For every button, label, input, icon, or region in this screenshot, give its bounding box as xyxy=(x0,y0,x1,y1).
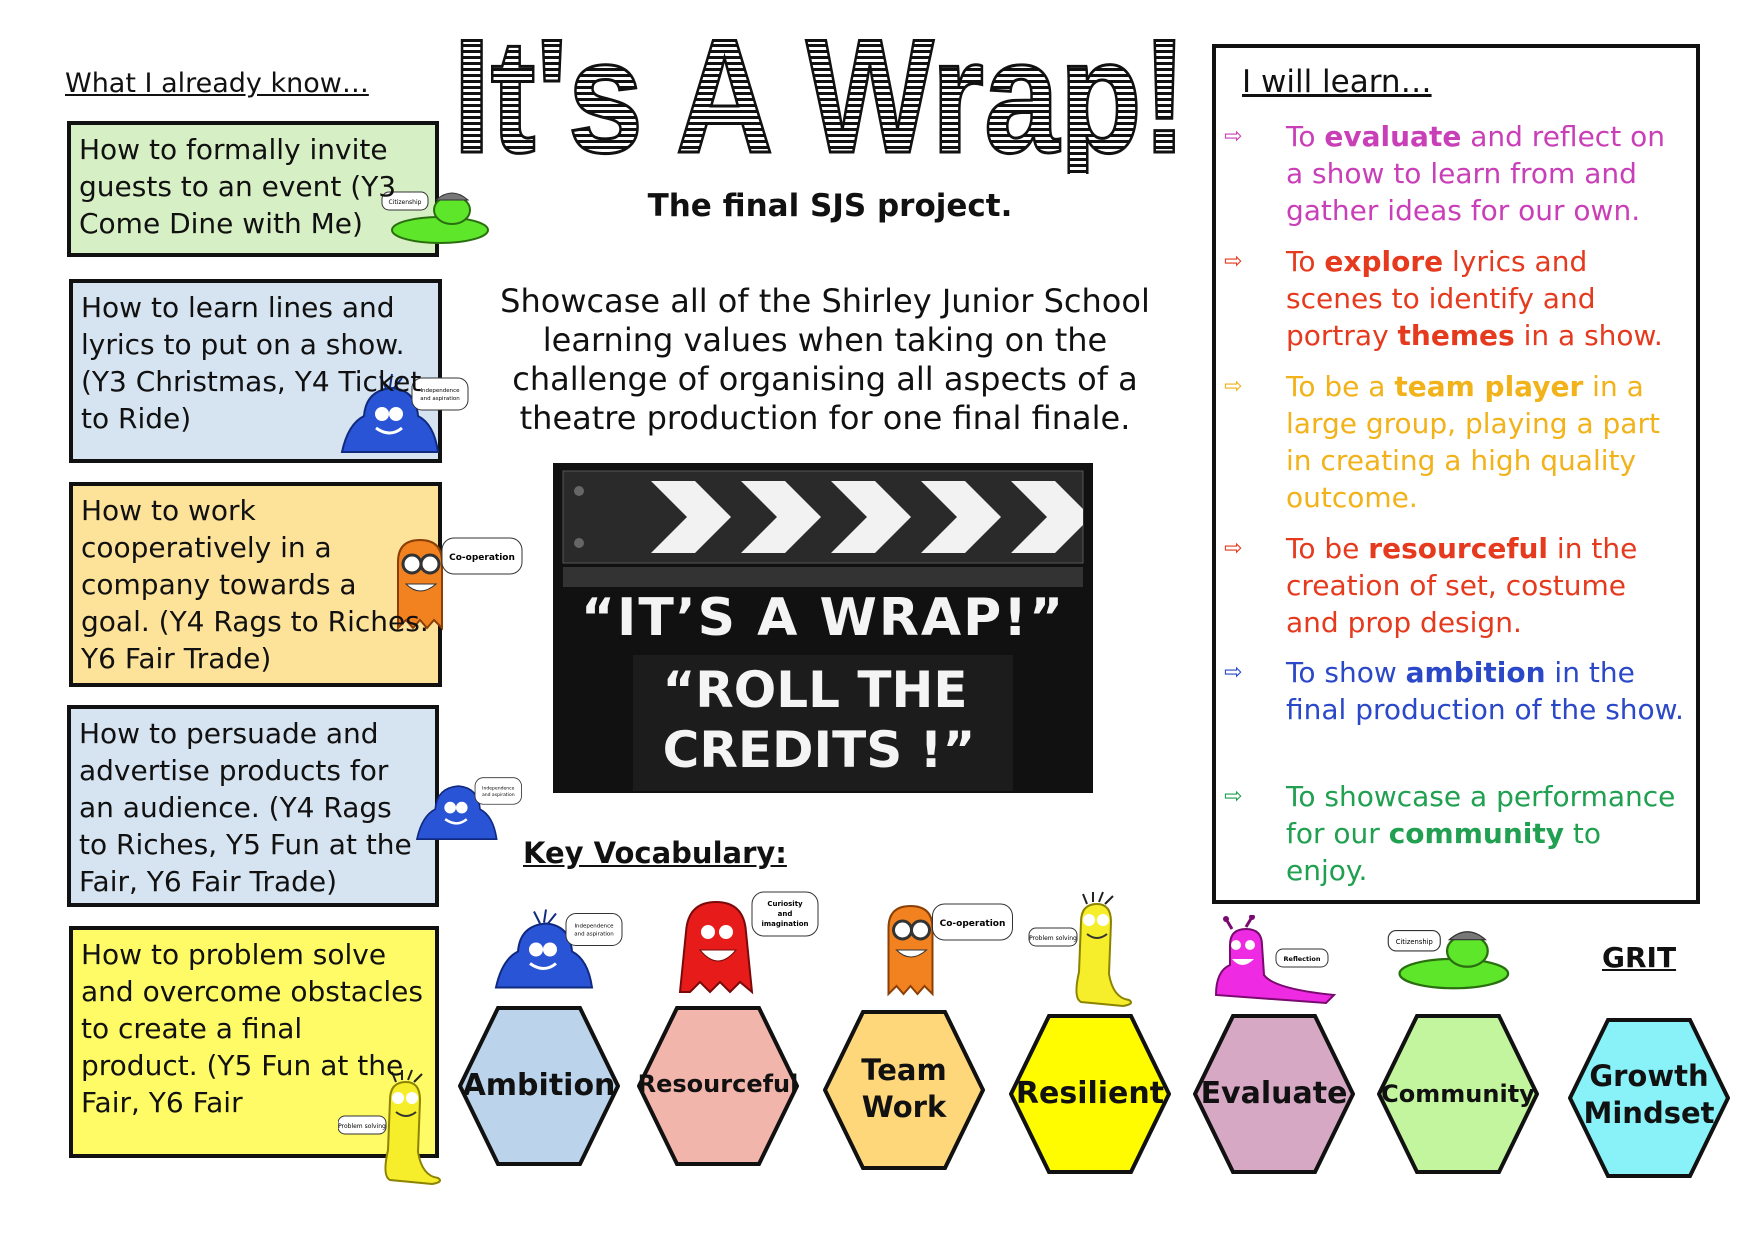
clapboard-line3: CREDITS !” xyxy=(663,721,976,779)
svg-text:and aspiration: and aspiration xyxy=(420,396,460,402)
svg-text:Independence: Independence xyxy=(482,785,515,791)
know-box-invite: How to formally invite guests to an even… xyxy=(67,121,439,257)
clapperboard-image: “IT’S A WRAP!” “ROLL THE CREDITS !” xyxy=(553,463,1093,793)
learn-box: I will learn… ⇨ To evaluate and reflect … xyxy=(1212,44,1700,904)
blue-blob-icon: Independence and aspiration xyxy=(494,909,623,989)
blue-blob-icon: Independence and aspiration xyxy=(415,777,522,840)
hex-label: Growth Mindset xyxy=(1583,1059,1715,1130)
svg-text:imagination: imagination xyxy=(761,920,808,928)
learn-heading: I will learn… xyxy=(1242,64,1432,100)
arrow-icon: ⇨ xyxy=(1224,249,1243,274)
arrow-icon: ⇨ xyxy=(1224,784,1243,809)
know-text: How to persuade and advertise products f… xyxy=(79,717,412,898)
yellow-worm-icon: Problem solving xyxy=(338,1069,441,1186)
svg-text:Co-operation: Co-operation xyxy=(449,553,515,563)
arrow-icon: ⇨ xyxy=(1224,660,1243,685)
title-text: It's A Wrap! xyxy=(453,14,1187,174)
svg-text:Citizenship: Citizenship xyxy=(1396,938,1433,946)
know-text: How to learn lines and lyrics to put on … xyxy=(81,291,422,435)
hex-resilient: Resilient xyxy=(1008,1014,1172,1174)
page-title: It's A Wrap! xyxy=(452,14,1189,174)
intro-text: Showcase all of the Shirley Junior Schoo… xyxy=(500,282,1150,437)
hex-evaluate: Evaluate xyxy=(1192,1014,1356,1174)
know-text: How to work cooperatively in a company t… xyxy=(81,494,429,675)
svg-text:Citizenship: Citizenship xyxy=(389,199,422,206)
know-box-cooperate: How to work cooperatively in a company t… xyxy=(69,482,442,687)
hex-resourceful: Resourceful xyxy=(636,1006,800,1166)
hex-label: Resourceful xyxy=(637,1070,799,1098)
svg-text:Problem solving: Problem solving xyxy=(1029,935,1077,942)
orange-goggles-icon: Co-operation xyxy=(887,903,1013,997)
hex-ambition: Ambition xyxy=(457,1006,621,1166)
hex-community: Community xyxy=(1376,1014,1540,1174)
hex-label: Ambition xyxy=(462,1068,616,1103)
clapboard-line1: “IT’S A WRAP!” xyxy=(581,588,1065,648)
red-blob-icon: Curiosity and imagination xyxy=(678,891,819,995)
clapboard-line2: “ROLL THE xyxy=(662,661,967,719)
hex-label: Community xyxy=(1381,1080,1535,1108)
yellow-worm-icon: Problem solving xyxy=(1028,891,1132,1008)
svg-text:Independence: Independence xyxy=(574,924,614,930)
svg-text:and aspiration: and aspiration xyxy=(574,932,614,938)
arrow-icon: ⇨ xyxy=(1224,124,1243,149)
hex-label: Resilient xyxy=(1015,1076,1165,1111)
svg-text:and aspiration: and aspiration xyxy=(482,792,515,798)
svg-text:and: and xyxy=(778,910,793,918)
know-text: How to problem solve and overcome obstac… xyxy=(81,938,423,1119)
green-slug-icon: Citizenship xyxy=(381,191,489,244)
svg-text:Problem solving: Problem solving xyxy=(338,1123,386,1130)
hex-label: Evaluate xyxy=(1200,1076,1348,1111)
know-text: How to formally invite guests to an even… xyxy=(79,133,397,240)
svg-text:Co-operation: Co-operation xyxy=(940,919,1006,929)
know-box-problem: How to problem solve and overcome obstac… xyxy=(69,926,439,1158)
svg-text:Curiosity: Curiosity xyxy=(767,900,803,908)
arrow-icon: ⇨ xyxy=(1224,536,1243,561)
svg-text:Reflection: Reflection xyxy=(1284,955,1321,963)
know-box-persuade: How to persuade and advertise products f… xyxy=(67,705,439,907)
hex-growth-mindset: Growth Mindset xyxy=(1567,1018,1731,1178)
grit-label: GRIT xyxy=(1602,941,1677,974)
svg-text:Independence: Independence xyxy=(420,388,460,394)
arrow-icon: ⇨ xyxy=(1224,374,1243,399)
subtitle: The final SJS project. xyxy=(647,188,1013,224)
hex-team-work: Team Work xyxy=(822,1010,986,1170)
pink-snail-icon: Reflection xyxy=(1214,915,1337,1005)
know-heading: What I already know… xyxy=(65,68,369,99)
vocab-heading: Key Vocabulary: xyxy=(523,836,787,870)
hex-label: Team Work xyxy=(861,1053,947,1124)
blue-blob-icon: Independence and aspiration xyxy=(340,373,469,453)
green-slug-icon: Citizenship xyxy=(1387,930,1510,990)
orange-goggles-icon: Co-operation xyxy=(397,537,523,631)
know-box-lines: How to learn lines and lyrics to put on … xyxy=(69,279,442,463)
